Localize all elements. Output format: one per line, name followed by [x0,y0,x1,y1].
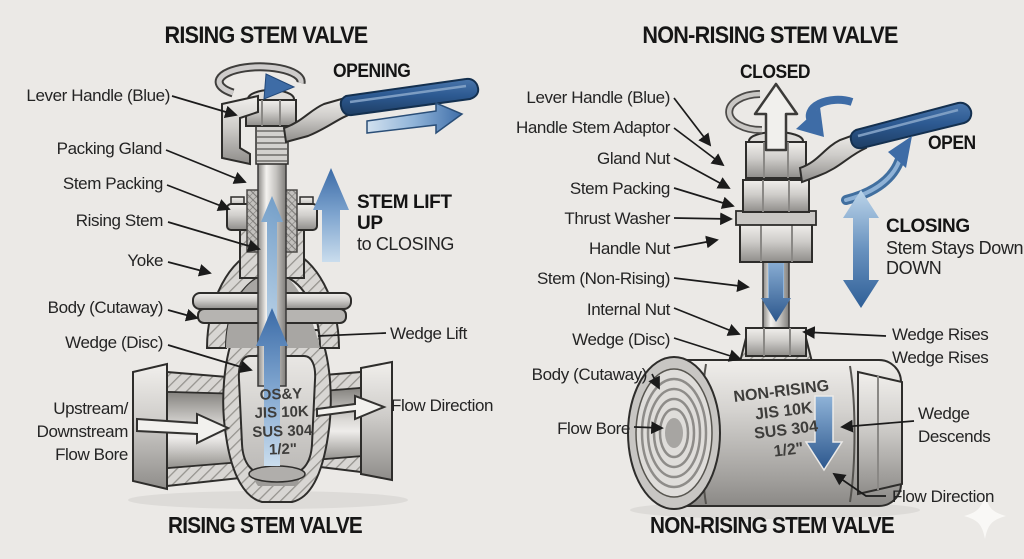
label-flow-bore-right: Flow Bore [557,419,630,438]
label-gland-nut: Gland Nut [597,149,670,168]
label-stem-non-rising: Stem (Non-Rising) [536,269,670,288]
label-body-cutaway-right: Body (Cutaway) [531,365,648,384]
label-wedge-rises: Wedge Rises Wedge Rises [892,325,989,367]
label-internal-nut: Internal Nut [586,300,670,319]
leader-lines [165,95,915,497]
flow-in-arrow-icon [136,412,231,445]
thrust-washer [735,210,817,226]
label-thrust-washer: Thrust Washer [564,209,670,228]
left-caption: RISING STEM VALVE [167,512,363,538]
wedge-descend-arrow-icon [804,395,844,472]
closed-arrow-icon [753,82,799,152]
stem-down-arrow-icon [761,258,791,322]
label-wedge-disc-right: Wedge (Disc) [572,330,670,349]
valve-marking-left: OS&Y JIS 10K SUS 304 1/2" [251,385,313,459]
label-flow-direction-left: Flow Direction [391,396,494,415]
label-lever-handle-left: Lever Handle (Blue) [26,86,170,105]
label-rising-stem: Rising Stem [75,211,164,230]
stem-rise-arrow-icon [261,196,283,334]
right-pipe-flange [360,360,393,482]
wedge-lift-arrow-icon [256,308,288,466]
label-wedge-descends: Wedge Descends [918,404,991,446]
gland-nut-hex [742,179,810,213]
closing-note: CLOSING Stem Stays Down DOWN [886,216,1024,278]
internal-nut [745,327,807,357]
label-yoke: Yoke [127,251,163,270]
stem-lift-note: STEM LIFT UP to CLOSING [357,192,455,255]
handle-nut-hex [739,223,813,263]
open-state-label: OPEN [928,133,976,154]
label-handle-nut: Handle Nut [588,239,670,258]
label-stem-packing-left: Stem Packing [62,174,163,193]
stem-stays-double-arrow-icon [843,190,879,308]
label-lever-handle-right: Lever Handle (Blue) [526,88,670,107]
label-flow-bore-left: Upstream/ Downstream Flow Bore [36,399,129,464]
opening-state-label: OPENING [333,61,411,82]
threaded-flow-bore [627,356,721,510]
label-wedge-disc-left: Wedge (Disc) [65,333,163,352]
label-handle-stem-adaptor: Handle Stem Adaptor [516,118,670,137]
right-caption: NON-RISING STEM VALVE [649,512,895,538]
right-hex-end [857,370,903,496]
opening-arrow-icon [366,101,464,135]
open-curve-arrow-icon [841,136,912,205]
flow-out-arrow-icon [316,394,387,421]
left-title: RISING STEM VALVE [164,22,368,49]
ccw-arc-icon [725,90,763,135]
sparkle-watermark-icon [964,493,1006,539]
closed-state-label: CLOSED [740,62,811,83]
label-body-cutaway-left: Body (Cutaway) [47,298,164,317]
stem-lift-up-arrow-icon [313,168,349,262]
blue-rotation-arrow-icon [796,95,854,137]
non-rising-stem-valve-illustration [627,82,1006,539]
lever-handle-blue [339,77,480,117]
label-flow-direction-right: Flow Direction [892,487,995,506]
right-title: NON-RISING STEM VALVE [642,22,898,49]
valve-marking-right: NON-RISING JIS 10K SUS 304 1/2" [732,377,831,461]
yoke-clamp [221,94,259,166]
label-packing-gland: Packing Gland [56,139,163,158]
rising-stem-valve-illustration [128,62,480,509]
label-wedge-lift: Wedge Lift [390,324,467,343]
label-stem-packing-right: Stem Packing [569,179,670,198]
rotation-arrow-icon [214,62,306,100]
